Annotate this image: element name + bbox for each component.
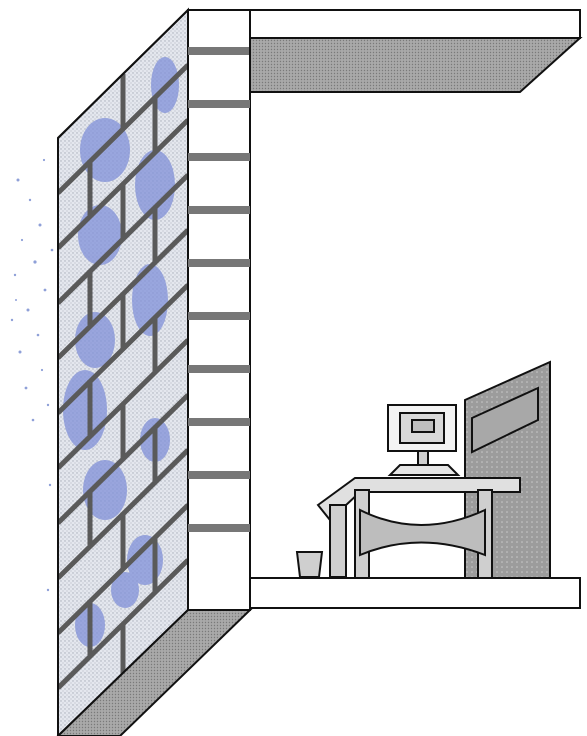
waste-bin <box>297 552 322 577</box>
outer-wall-face <box>58 10 188 736</box>
office-desk <box>318 478 520 578</box>
computer-monitor <box>388 405 458 475</box>
ceiling-slab <box>250 10 580 92</box>
floor-slab <box>250 578 580 608</box>
moisture-speckles <box>11 159 54 591</box>
wall-section-edge <box>188 10 250 610</box>
